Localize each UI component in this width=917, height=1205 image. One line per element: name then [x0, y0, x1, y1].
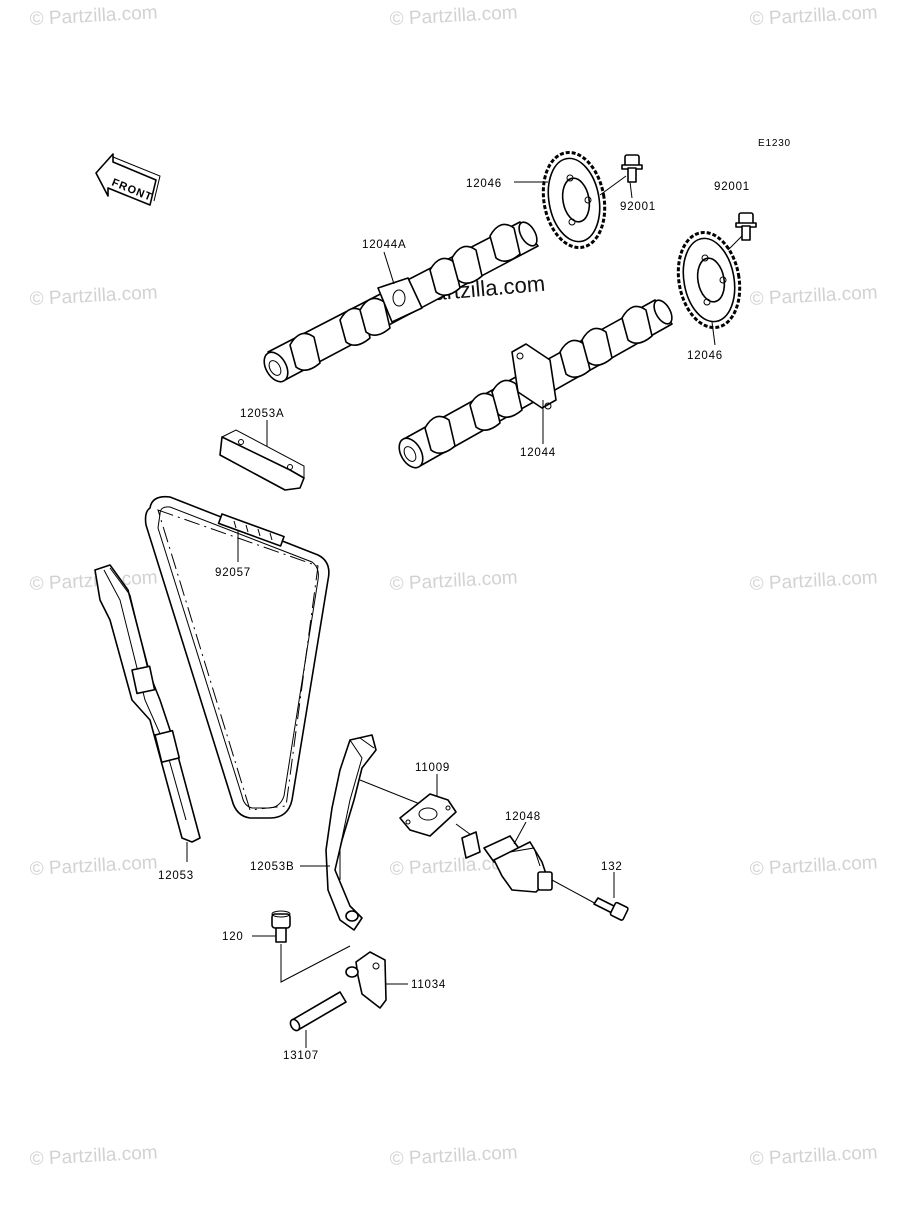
watermark: © Partzilla.com — [749, 282, 878, 310]
callout-12053B: 12053B — [250, 861, 294, 873]
bracket-11034[interactable] — [345, 951, 408, 1009]
camshaft-12044[interactable] — [394, 297, 675, 472]
callout-120: 120 — [222, 931, 244, 943]
watermark: © Partzilla.com — [29, 852, 158, 880]
camshaft-12044A[interactable] — [259, 219, 540, 386]
bolt-92001-top[interactable] — [599, 154, 643, 196]
pin-13107[interactable] — [289, 991, 347, 1048]
callout-13107: 13107 — [283, 1050, 319, 1062]
diagram-code: E1230 — [758, 138, 791, 149]
watermark: © Partzilla.com — [389, 2, 518, 30]
chain-tensioner-12048[interactable] — [461, 831, 601, 907]
watermark: © Partzilla.com — [29, 1142, 158, 1170]
front-arrow-icon: FRONT — [95, 153, 161, 206]
cam-sprocket-12046-top[interactable] — [536, 148, 612, 253]
callout-12053A: 12053A — [240, 408, 284, 420]
bolt-92001-right[interactable] — [727, 212, 757, 251]
watermark: © Partzilla.com — [29, 2, 158, 30]
callout-92057: 92057 — [215, 567, 251, 579]
cam-sprocket-12046-right[interactable] — [671, 228, 747, 333]
chain-links — [217, 513, 285, 547]
callout-11009: 11009 — [415, 762, 450, 774]
bolt-132[interactable] — [593, 897, 629, 921]
callout-12046-top: 12046 — [466, 178, 502, 190]
watermark: © Partzilla.com — [749, 1142, 878, 1170]
watermark: © Partzilla.com — [749, 852, 878, 880]
callout-12053: 12053 — [158, 870, 194, 882]
callout-labels: 12046 92001 92001 12044A 12046 12053A 12… — [158, 178, 750, 1062]
callout-12048: 12048 — [505, 811, 541, 823]
callout-92001-top: 92001 — [620, 201, 656, 213]
bolt-120[interactable] — [271, 910, 351, 983]
callout-92001-right: 92001 — [714, 181, 750, 193]
chain-guide-12053A[interactable] — [219, 429, 305, 491]
watermark: © Partzilla.com — [389, 1142, 518, 1170]
watermarks: © Partzilla.com © Partzilla.com © Partzi… — [29, 2, 878, 1170]
callout-12044A: 12044A — [362, 239, 406, 251]
leader-lines — [237, 181, 716, 937]
timing-chain-92057[interactable] — [144, 495, 330, 819]
callout-12044: 12044 — [520, 447, 556, 459]
watermark: © Partzilla.com — [29, 282, 158, 310]
watermark: © Partzilla.com — [749, 2, 878, 30]
watermark: © Partzilla.com — [29, 567, 158, 595]
callout-11034: 11034 — [411, 979, 446, 991]
watermark: © Partzilla.com — [389, 567, 518, 595]
callout-132: 132 — [601, 861, 623, 873]
gasket-11009[interactable] — [399, 793, 479, 841]
chain-guide-12053[interactable] — [94, 564, 201, 862]
callout-12046-right: 12046 — [687, 350, 723, 362]
watermark: © Partzilla.com — [749, 567, 878, 595]
